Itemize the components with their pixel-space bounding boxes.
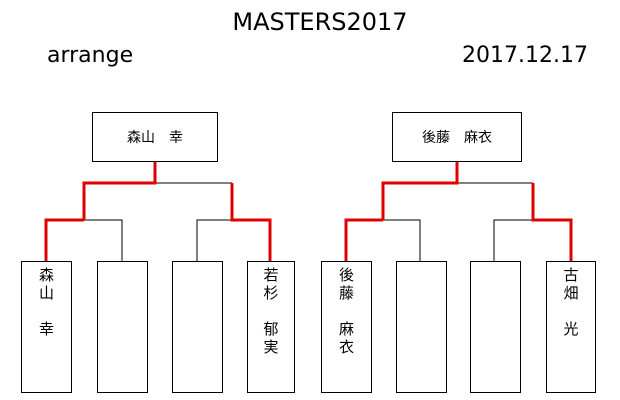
left-match-2-connector — [196, 219, 232, 262]
right-player-4-name: 古 畑 光 — [563, 266, 579, 338]
event-date: 2017.12.17 — [462, 43, 588, 68]
left-winner-path-upper — [82, 162, 157, 220]
left-player-1-box: 森 山 幸 — [21, 261, 72, 393]
right-champion-box: 後藤 麻衣 — [392, 112, 522, 162]
right-player-4-box: 古 畑 光 — [546, 261, 596, 393]
right-player-1-box: 後 藤 麻 衣 — [321, 261, 372, 393]
left-match-1-connector — [84, 219, 123, 262]
left-winner-path-p4 — [230, 183, 272, 262]
left-player-4-name: 若 杉 郁 実 — [263, 266, 279, 356]
left-player-2-box — [97, 261, 148, 393]
left-player-3-box — [172, 261, 223, 393]
left-player-4-box: 若 杉 郁 実 — [247, 261, 295, 393]
right-winner-path-upper — [381, 162, 459, 220]
right-player-3-box — [470, 261, 521, 393]
right-player-1-name: 後 藤 麻 衣 — [338, 266, 354, 356]
right-player-2-box — [396, 261, 447, 393]
left-winner-path-p1 — [44, 218, 84, 262]
left-player-1-name: 森 山 幸 — [38, 266, 54, 338]
right-match-2-connector — [493, 219, 533, 262]
right-winner-path-p4 — [531, 183, 573, 262]
left-champion-box: 森山 幸 — [92, 112, 218, 162]
subtitle: arrange — [47, 43, 134, 68]
right-winner-path-p1 — [344, 218, 383, 262]
tournament-title: MASTERS2017 — [232, 8, 408, 36]
right-match-1-connector — [383, 219, 421, 262]
